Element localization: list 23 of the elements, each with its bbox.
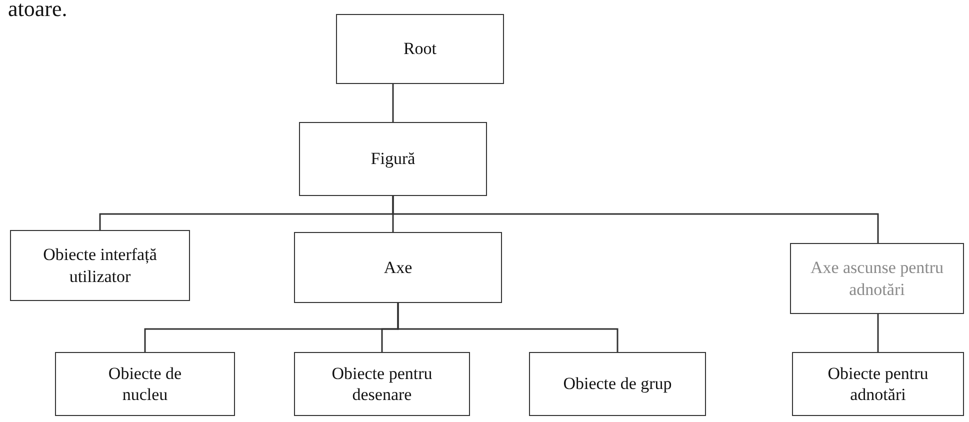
box-label: Axe ascunse pentru adnotări bbox=[809, 257, 945, 300]
box-label: Obiecte pentru desenare bbox=[330, 362, 434, 406]
connector-line bbox=[877, 314, 879, 352]
box-label: Obiecte de grup bbox=[563, 373, 672, 395]
hierarchy-box bbox=[790, 243, 964, 314]
hierarchy-box bbox=[299, 122, 487, 196]
connector-line bbox=[397, 303, 618, 352]
connector-line bbox=[392, 196, 879, 243]
box-label: Obiecte pentru adnotări bbox=[826, 362, 930, 406]
box-label: Root bbox=[403, 38, 437, 60]
connector-line bbox=[392, 84, 394, 122]
hierarchy-box bbox=[10, 230, 190, 301]
box-label: Figură bbox=[370, 148, 416, 170]
box-label: Obiecte de nucleu bbox=[107, 362, 183, 406]
box-label: Obiecte interfață utilizator bbox=[42, 244, 158, 287]
hierarchy-box bbox=[294, 232, 502, 303]
hierarchy-box bbox=[294, 352, 470, 416]
hierarchy-box bbox=[529, 352, 706, 416]
hierarchy-box bbox=[55, 352, 235, 416]
box-label: Axe bbox=[384, 256, 412, 278]
hierarchy-box bbox=[792, 352, 964, 416]
hierarchy-box bbox=[336, 14, 504, 84]
text-fragment: atoare. bbox=[8, 0, 68, 22]
